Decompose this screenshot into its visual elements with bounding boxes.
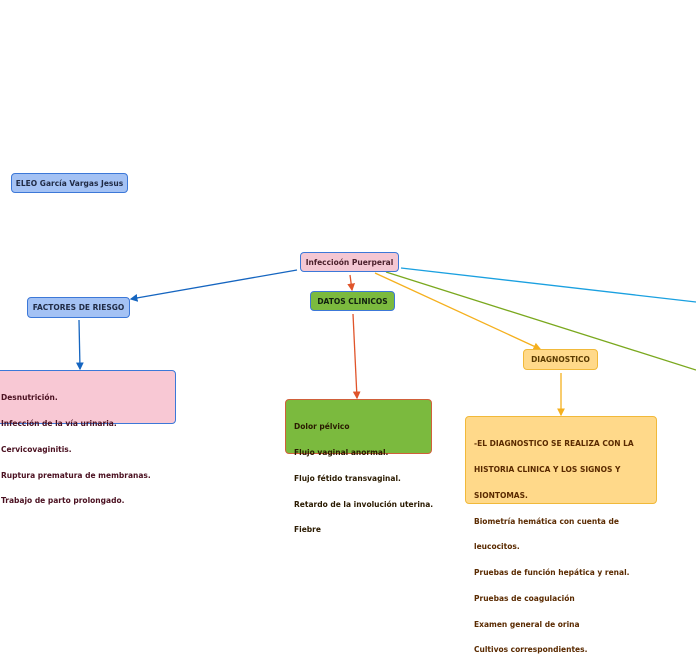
link-root-datos xyxy=(347,274,356,292)
connector-layer xyxy=(75,267,696,417)
factores-riesgo-details[interactable]: Desnutrición. Infección de la vía urinar… xyxy=(0,370,176,505)
diagnostico-item: Biometría hemática con cuenta de xyxy=(474,516,619,526)
datos-item: Flujo vaginal anormal. xyxy=(294,447,389,457)
link-factores-list xyxy=(75,319,84,371)
datos-clinicos-node[interactable]: DATOS CLINICOS xyxy=(310,291,395,311)
link-root-diagnostico xyxy=(374,272,542,350)
diagnostico-item: Examen general de orina xyxy=(474,619,580,629)
diagnostico-item: Pruebas de función hepática y renal. xyxy=(474,568,630,578)
diagnostico-item: HISTORIA CLINICA Y LOS SIGNOS Y xyxy=(474,464,621,474)
diagnostico-item: leucocitos. xyxy=(474,542,520,552)
diagnostico-label: DIAGNOSTICO xyxy=(531,355,590,364)
author-node[interactable]: ELEO García Vargas Jesus xyxy=(11,173,128,193)
diagnostico-item: Pruebas de coagulación xyxy=(474,593,575,603)
factores-riesgo-node[interactable]: FACTORES DE RIESGO xyxy=(27,297,130,318)
datos-clinicos-label: DATOS CLINICOS xyxy=(317,296,388,306)
root-topic-node[interactable]: Infeccioón Puerperal xyxy=(300,252,399,272)
diagnostico-item: Cultivos correspondientes. xyxy=(474,645,588,655)
datos-clinicos-details[interactable]: Dolor pélvico Flujo vaginal anormal. Flu… xyxy=(285,399,433,534)
factor-item: Cervicovaginitis. xyxy=(1,444,72,454)
factor-item: Ruptura prematura de membranas. xyxy=(1,470,151,480)
factor-item: Desnutrición. xyxy=(1,393,58,403)
diagnostico-item: -EL DIAGNOSTICO SE REALIZA CON LA xyxy=(474,439,634,449)
link-root-offscreen-green xyxy=(385,271,696,371)
root-topic-label: Infeccioón Puerperal xyxy=(305,257,394,267)
author-label: ELEO García Vargas Jesus xyxy=(15,178,124,188)
datos-item: Flujo fétido transvaginal. xyxy=(294,473,401,483)
datos-item: Fiebre xyxy=(294,525,321,535)
factores-riesgo-label: FACTORES DE RIESGO xyxy=(32,303,125,312)
factor-item: Infección de la vía urinaria. xyxy=(1,418,117,428)
datos-item: Dolor pélvico xyxy=(294,422,350,432)
diagnostico-item: SIONTOMAS. xyxy=(474,490,528,500)
link-root-factores xyxy=(129,269,298,302)
link-datos-list xyxy=(352,313,361,400)
datos-item: Retardo de la involución uterina. xyxy=(294,499,434,509)
factor-item: Trabajo de parto prolongado. xyxy=(1,496,125,506)
link-root-offscreen-cyan xyxy=(400,267,696,303)
diagnostico-details[interactable]: -EL DIAGNOSTICO SE REALIZA CON LA HISTOR… xyxy=(465,416,657,654)
diagnostico-node[interactable]: DIAGNOSTICO xyxy=(523,349,598,370)
